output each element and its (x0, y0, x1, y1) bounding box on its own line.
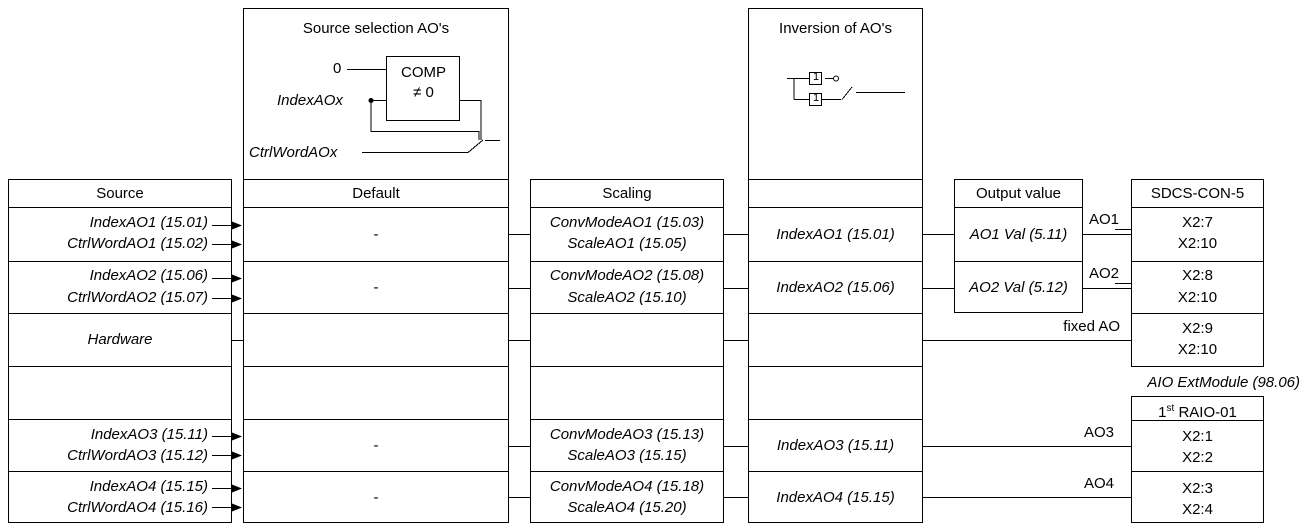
inversion-row5: IndexAO4 (15.15) (776, 489, 895, 506)
inversion-row1: IndexAO1 (15.01) (776, 226, 895, 243)
scaling-row5-line2: ScaleAO4 (15.20) (567, 499, 687, 516)
scaling-column (530, 179, 724, 523)
ao3-label: AO3 (1084, 424, 1115, 441)
ctrl-aox-label: CtrlWordAOx (249, 144, 338, 161)
terminal-row1-line2: X2:10 (1177, 235, 1218, 252)
ao2-label: AO2 (1089, 265, 1120, 282)
buffer-one-label: 1 (812, 92, 820, 104)
default-row4: - (373, 437, 379, 454)
terminal-row1-line1: X2:7 (1182, 214, 1213, 231)
source-row4-line2: CtrlWordAO3 (15.12) (67, 447, 208, 464)
ao4-label: AO4 (1084, 475, 1115, 492)
scaling-row4-line2: ScaleAO3 (15.15) (567, 447, 687, 464)
source-selection-title: Source selection AO's (302, 20, 450, 37)
inversion-row2: IndexAO2 (15.06) (776, 279, 895, 296)
scaling-row2-line2: ScaleAO2 (15.10) (567, 289, 687, 306)
scaling-row1-line2: ScaleAO1 (15.05) (567, 235, 687, 252)
terminal-row3-line1: X2:9 (1182, 320, 1213, 337)
default-row5: - (373, 489, 379, 506)
source-row2-line1: IndexAO2 (15.06) (89, 267, 208, 284)
index-aox-label: IndexAOx (277, 92, 343, 109)
scaling-row2-line1: ConvModeAO2 (15.08) (549, 267, 705, 284)
default-row2: - (373, 279, 379, 296)
neq-label: ≠ 0 (413, 84, 434, 101)
source-row5-line1: IndexAO4 (15.15) (89, 478, 208, 495)
raio-box (1131, 396, 1264, 523)
terminal-row5-line1: X2:3 (1182, 480, 1213, 497)
output-value-header: Output value (975, 185, 1062, 202)
comp-label: COMP (401, 64, 446, 81)
source-column (8, 179, 232, 523)
default-row1: - (373, 226, 379, 243)
terminal-row4-line2: X2:2 (1182, 449, 1213, 466)
inversion-row4: IndexAO3 (15.11) (776, 437, 895, 454)
zero-label: 0 (333, 60, 342, 77)
output-row2: AO2 Val (5.12) (969, 279, 1068, 296)
inverter-one-label: 1 (812, 71, 820, 83)
scaling-row4-line1: ConvModeAO3 (15.13) (549, 426, 705, 443)
terminal-row2-line1: X2:8 (1182, 267, 1213, 284)
source-header: Source (96, 185, 144, 202)
scaling-row1-line1: ConvModeAO1 (15.03) (549, 214, 705, 231)
source-row5-line2: CtrlWordAO4 (15.16) (67, 499, 208, 516)
source-row1-line2: CtrlWordAO1 (15.02) (67, 235, 208, 252)
sdcs-header: SDCS-CON-5 (1150, 185, 1245, 202)
default-header: Default (352, 185, 400, 202)
default-column (243, 8, 509, 523)
scaling-row5-line1: ConvModeAO4 (15.18) (549, 478, 705, 495)
source-row4-line1: IndexAO3 (15.11) (90, 426, 208, 443)
output-row1: AO1 Val (5.11) (969, 226, 1068, 243)
sdcs-box (1131, 179, 1264, 367)
terminal-row5-line2: X2:4 (1182, 501, 1213, 518)
ao1-label: AO1 (1089, 211, 1120, 228)
output-value-box (954, 179, 1083, 313)
terminal-row3-line2: X2:10 (1177, 341, 1218, 358)
aio-ext-module-label: AIO ExtModule (98.06) (1147, 374, 1300, 391)
fixed-ao-label: fixed AO (1063, 318, 1120, 335)
inversion-title: Inversion of AO's (779, 20, 892, 37)
source-hardware: Hardware (87, 331, 153, 348)
terminal-row2-line2: X2:10 (1177, 289, 1218, 306)
raio-header: 1st RAIO-01 (1158, 403, 1237, 421)
source-row2-line2: CtrlWordAO2 (15.07) (67, 289, 208, 306)
inversion-column (748, 8, 923, 523)
source-row1-line1: IndexAO1 (15.01) (89, 214, 208, 231)
scaling-header: Scaling (602, 185, 652, 202)
terminal-row4-line1: X2:1 (1182, 428, 1213, 445)
